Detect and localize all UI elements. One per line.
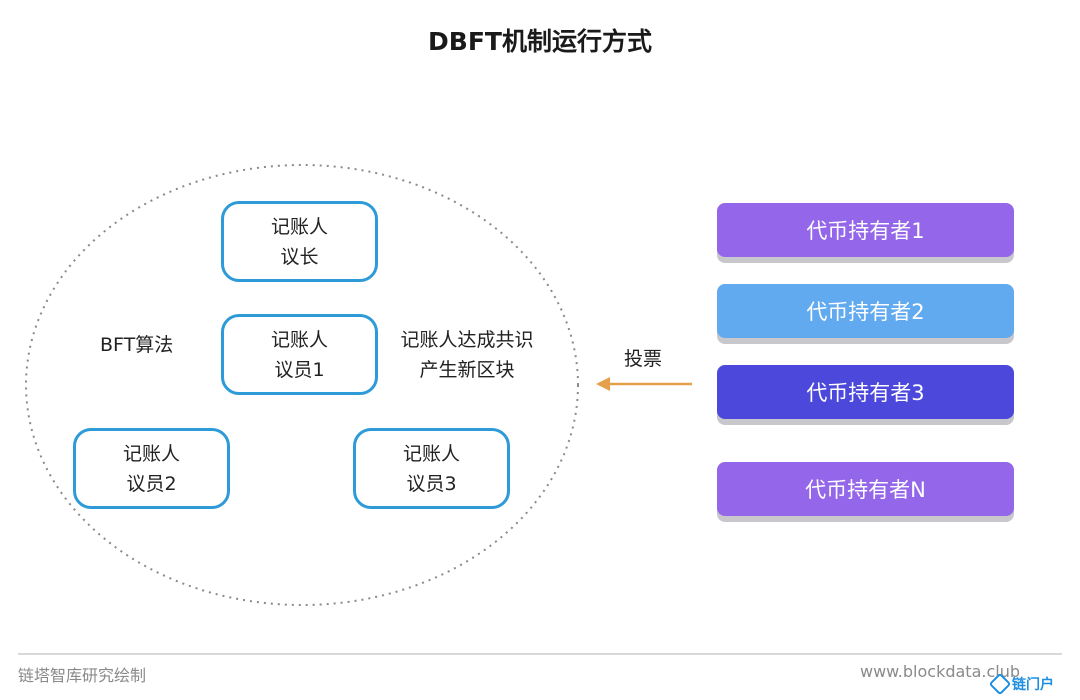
node-member-2: 记账人 议员2 [73, 428, 230, 509]
consensus-label-line1: 记账人达成共识 [400, 329, 534, 351]
node-member-3: 记账人 议员3 [353, 428, 510, 509]
bft-label: BFT算法 [100, 334, 174, 356]
vote-label: 投票 [624, 348, 663, 370]
vote-arrow [596, 377, 692, 391]
footer-url: www.blockdata.club [860, 662, 1020, 681]
token-holder-1: 代币持有者1 [717, 203, 1014, 257]
diagram-title: DBFT机制运行方式 [428, 27, 652, 56]
token-holder-2: 代币持有者2 [717, 284, 1014, 338]
node-member-3-line1: 记账人 [402, 442, 460, 465]
node-member-1: 记账人 议员1 [221, 314, 378, 395]
token-holder-3: 代币持有者3 [717, 365, 1014, 419]
logo-text: 链门户 [1012, 677, 1054, 693]
logo-diamond-icon [988, 672, 1012, 696]
token-holder-n: 代币持有者N [717, 462, 1014, 516]
node-member-2-line2: 议员2 [126, 472, 177, 495]
consensus-ellipse [25, 164, 579, 606]
consensus-label-line2: 产生新区块 [419, 359, 515, 381]
node-member-1-line1: 记账人 [270, 328, 328, 351]
site-logo: 链门户 [988, 672, 1076, 696]
node-speaker: 记账人 议长 [221, 201, 378, 282]
node-member-3-line2: 议员3 [406, 472, 457, 495]
node-speaker-line1: 记账人 [270, 215, 328, 238]
node-member-2-line1: 记账人 [122, 442, 180, 465]
footer-source: 链塔智库研究绘制 [18, 666, 147, 685]
node-speaker-line2: 议长 [280, 245, 319, 268]
consensus-label: 记账人达成共识 产生新区块 [392, 325, 542, 385]
node-member-1-line2: 议员1 [274, 358, 325, 381]
